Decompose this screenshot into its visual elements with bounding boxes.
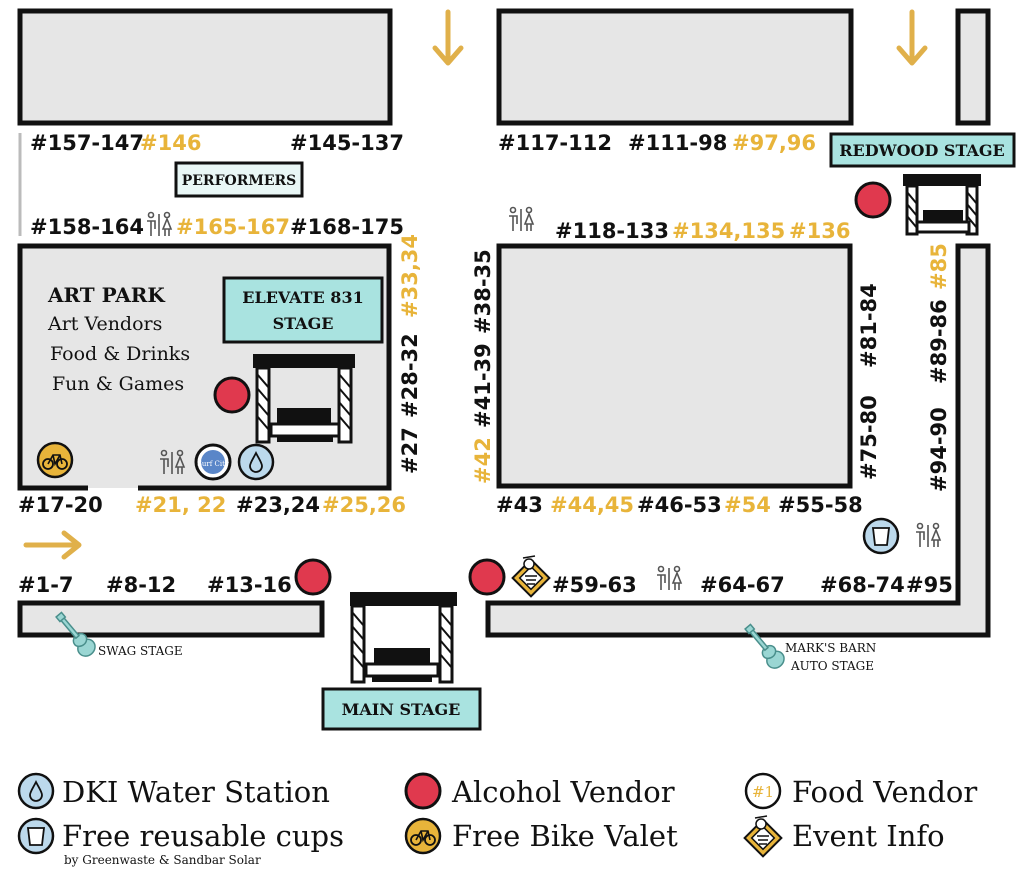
food-vendor-icon	[744, 772, 782, 810]
guitar-icon	[744, 623, 785, 669]
art-park-line: Fun & Games	[52, 373, 184, 395]
booth-label: #55-58	[778, 493, 863, 517]
food-booth-label: #44,45	[550, 493, 634, 517]
booth-label: #59-63	[552, 573, 637, 597]
reusable-cups-icon	[17, 817, 55, 855]
booth-label: #168-175	[290, 215, 404, 239]
redwood-stage-sign	[829, 132, 1016, 168]
main-stage-label: MAIN STAGE	[342, 700, 461, 719]
food-vendor-sample: #1	[752, 783, 774, 801]
booth-label: #23,24	[236, 493, 320, 517]
legend-bike-label: Free Bike Valet	[452, 819, 678, 853]
stage-structure-icon	[903, 174, 981, 236]
water-station-icon	[17, 772, 55, 810]
booth-label: #94-90	[927, 407, 951, 492]
booth-label: #157-147	[30, 131, 144, 155]
booth-label: #158-164	[30, 215, 144, 239]
stage-structure-icon	[350, 592, 457, 684]
bike-valet-icon	[36, 441, 74, 479]
block-top-center	[496, 8, 854, 126]
performers-label: PERFORMERS	[182, 173, 297, 189]
block-top-right	[955, 8, 991, 126]
food-booth-label: #33,34	[398, 234, 422, 318]
elevate-stage-label-1: ELEVATE 831	[242, 288, 363, 307]
booth-label: #46-53	[637, 493, 722, 517]
reusable-cups-icon	[862, 517, 900, 555]
event-info-icon	[511, 555, 551, 598]
booth-label: #117-112	[498, 131, 612, 155]
booth-label: #111-98	[628, 131, 727, 155]
food-booth-label: #134,135	[672, 219, 785, 243]
booth-label: #118-133	[555, 219, 669, 243]
alcohol-vendor-icon	[294, 558, 332, 596]
arrow-down-icon	[896, 9, 928, 66]
legend-info-label: Event Info	[792, 819, 945, 853]
arrow-right-icon	[23, 530, 82, 560]
booth-label: #8-12	[106, 573, 176, 597]
performers-sign	[174, 161, 304, 198]
block-bottom-right	[485, 243, 991, 638]
elevate-stage-label-2: STAGE	[273, 314, 334, 333]
arrow-down-icon	[432, 9, 464, 66]
redwood-stage-label: REDWOOD STAGE	[839, 141, 1005, 160]
art-park-line: Food & Drinks	[50, 343, 190, 365]
booth-label: #27	[398, 427, 422, 474]
marks-barn-stage-label-2: AUTO STAGE	[790, 659, 874, 673]
legend-alcohol-label: Alcohol Vendor	[451, 775, 675, 809]
booth-label: #81-84	[857, 283, 881, 368]
block-top-left	[17, 8, 393, 126]
food-booth-label: #54	[724, 493, 771, 517]
food-booth-label: #136	[789, 219, 850, 243]
art-park-title: ART PARK	[47, 283, 165, 307]
booth-label: #41-39	[471, 343, 495, 428]
art-park-line: Art Vendors	[47, 313, 162, 335]
restroom-icon	[147, 211, 173, 236]
restroom-icon	[509, 206, 535, 231]
guitar-icon	[55, 611, 96, 657]
elevate-stage-sign	[222, 276, 384, 344]
booth-label: #1-7	[18, 573, 74, 597]
booth-label: #17-20	[18, 493, 103, 517]
food-booth-label: #21, 22	[135, 493, 226, 517]
badge-text: Surf City	[197, 460, 229, 468]
legend-cups-sublabel: by Greenwaste & Sandbar Solar	[64, 853, 261, 867]
swag-stage-label: SWAG STAGE	[98, 644, 183, 658]
booth-label: #145-137	[290, 131, 404, 155]
legend: DKI Water Station Free reusable cups by …	[17, 772, 977, 867]
food-booth-label: #97,96	[732, 131, 816, 155]
alcohol-vendor-icon	[468, 558, 506, 596]
restroom-icon	[160, 449, 186, 474]
booth-label: #89-86	[927, 299, 951, 384]
food-booth-label: #146	[140, 131, 201, 155]
booth-label: #38-35	[471, 249, 495, 334]
booth-label: #64-67	[700, 573, 785, 597]
legend-water-label: DKI Water Station	[62, 775, 330, 809]
event-info-icon	[743, 815, 783, 858]
restroom-icon	[657, 565, 683, 590]
legend-cups-label: Free reusable cups	[62, 819, 344, 853]
surf-city-badge: Surf City	[194, 443, 232, 481]
food-booth-label: #165-167	[176, 215, 290, 239]
restroom-icon	[916, 522, 942, 547]
alcohol-vendor-icon	[213, 376, 251, 414]
booth-label: #75-80	[857, 395, 881, 480]
block-center	[496, 243, 853, 489]
stage-structure-icon	[253, 354, 355, 444]
booth-label: #95	[906, 573, 953, 597]
booth-label: #43	[496, 493, 543, 517]
booth-label: #13-16	[207, 573, 292, 597]
food-booth-label: #42	[471, 437, 495, 484]
food-booth-label: #25,26	[322, 493, 406, 517]
water-station-icon	[237, 443, 275, 481]
booth-label: #68-74	[820, 573, 905, 597]
main-stage-sign	[321, 687, 482, 731]
alcohol-vendor-icon	[854, 181, 892, 219]
marks-barn-stage-label-1: MARK'S BARN	[785, 641, 876, 655]
food-booth-label: #85	[927, 243, 951, 290]
alcohol-vendor-icon	[404, 772, 442, 810]
legend-food-label: Food Vendor	[792, 775, 977, 809]
bike-valet-icon	[404, 817, 442, 855]
booth-label: #28-32	[398, 333, 422, 418]
